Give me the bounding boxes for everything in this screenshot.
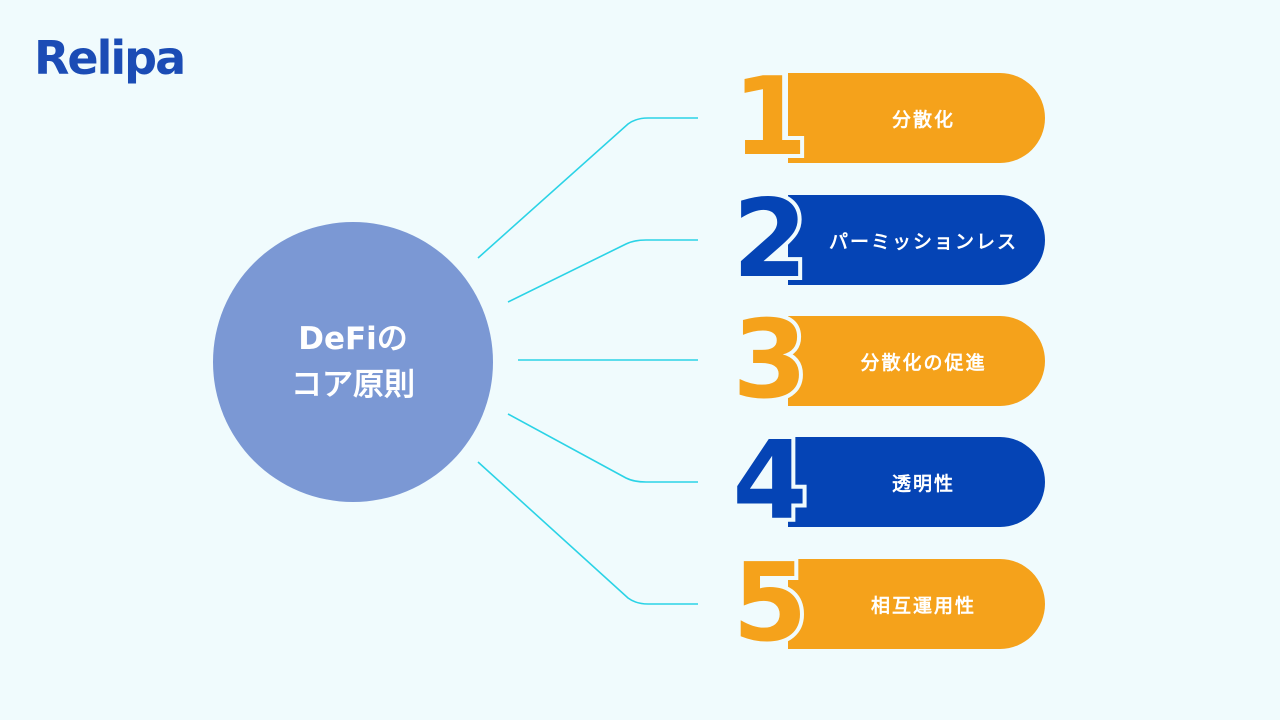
principle-pill-4: 透明性 bbox=[788, 437, 1045, 527]
principle-label-5: 相互運用性 bbox=[870, 594, 976, 617]
relipa-logo: Relipa bbox=[34, 31, 186, 85]
connector-line-5 bbox=[477, 461, 698, 605]
principle-label-2: パーミッションレス bbox=[828, 230, 1018, 253]
center-title-line-2: コア原則 bbox=[291, 367, 415, 403]
principle-pill-5: 相互運用性 bbox=[788, 559, 1045, 649]
connector-line-1 bbox=[477, 117, 698, 259]
principle-pill-2: パーミッションレス bbox=[788, 195, 1045, 285]
principle-item-3: 分散化の促進 3 bbox=[728, 297, 1050, 425]
principle-label-4: 透明性 bbox=[891, 472, 955, 495]
principle-number-1: 1 bbox=[728, 54, 811, 182]
principle-number-3: 3 bbox=[728, 297, 811, 425]
principle-item-5: 相互運用性 5 bbox=[728, 540, 1050, 668]
principle-pill-1: 分散化 bbox=[788, 73, 1045, 163]
center-circle: DeFiの コア原則 bbox=[213, 222, 493, 502]
principle-number-4: 4 bbox=[728, 418, 811, 546]
principle-number-5: 5 bbox=[728, 540, 811, 668]
principle-item-1: 分散化 1 bbox=[728, 54, 1050, 182]
principle-number-2: 2 bbox=[728, 176, 811, 304]
principle-item-2: パーミッションレス 2 bbox=[728, 176, 1050, 304]
principle-label-3: 分散化の促進 bbox=[860, 351, 987, 374]
connector-line-4 bbox=[507, 413, 698, 483]
center-title-line-1: DeFiの bbox=[298, 321, 408, 357]
principle-pill-3: 分散化の促進 bbox=[788, 316, 1045, 406]
principle-label-1: 分散化 bbox=[891, 108, 955, 131]
connector-line-2 bbox=[507, 239, 698, 303]
principle-item-4: 透明性 4 bbox=[728, 418, 1050, 546]
